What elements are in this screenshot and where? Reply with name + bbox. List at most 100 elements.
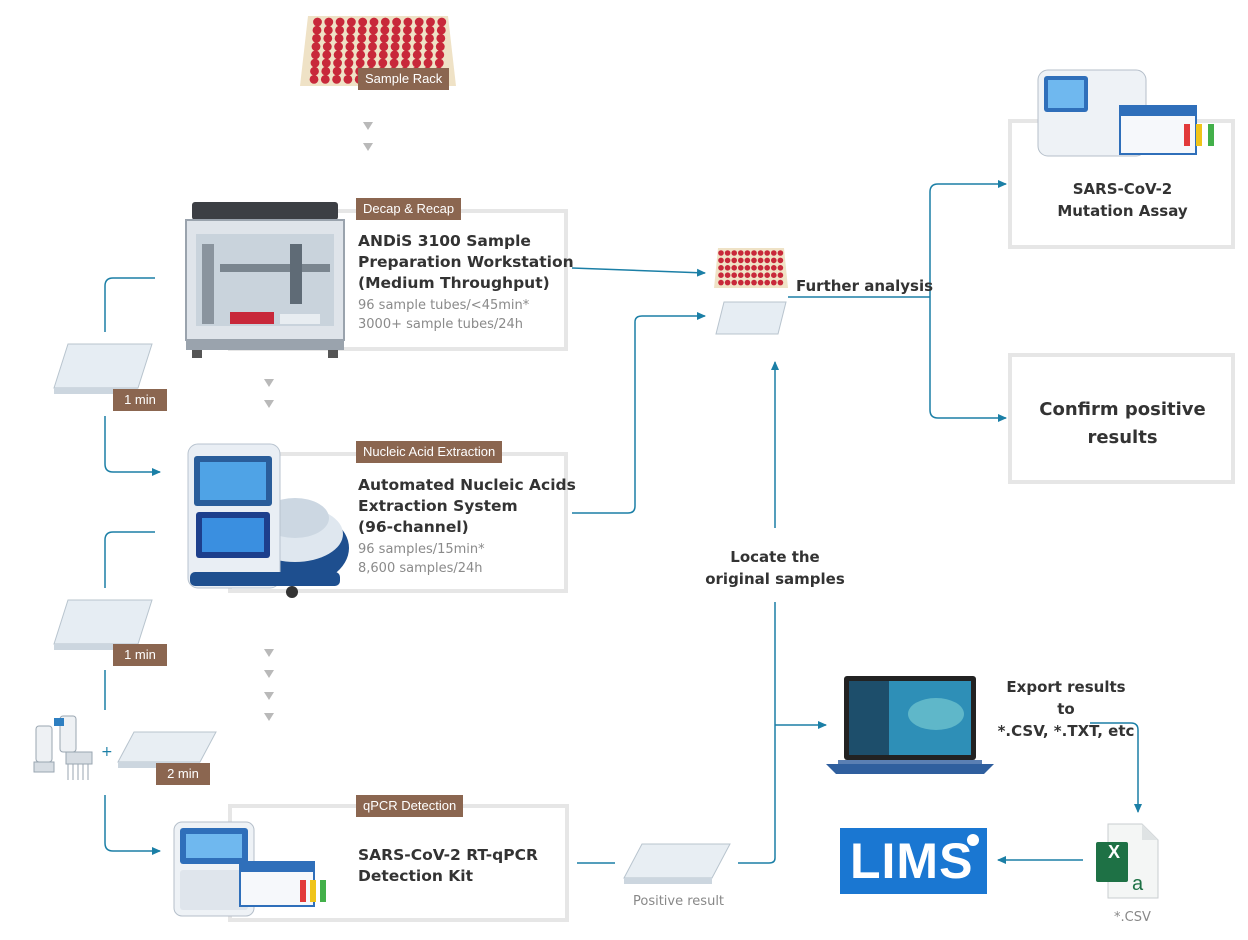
tube-cap xyxy=(333,58,342,68)
tube-cap xyxy=(333,50,343,60)
arrow-decap-to-analysis xyxy=(571,267,706,277)
tube-cap xyxy=(777,265,784,271)
tube-cap xyxy=(344,66,353,76)
tube-cap xyxy=(323,34,333,43)
tube-cap xyxy=(437,17,447,27)
tube-cap xyxy=(744,279,751,286)
decap-specs: 96 sample tubes/<45min* 3000+ sample tub… xyxy=(358,298,530,332)
tube-cap xyxy=(311,50,320,60)
tube-cap xyxy=(324,17,334,27)
tube-cap xyxy=(414,17,424,27)
tube-cap xyxy=(771,250,777,256)
tube-cap xyxy=(313,17,322,27)
lims-badge-icon xyxy=(967,834,979,846)
tube-cap xyxy=(731,279,737,286)
tube-cap xyxy=(777,250,784,256)
tube-cap xyxy=(738,257,744,264)
tube-cap xyxy=(368,42,377,51)
mutation-assay-kit-image xyxy=(1037,69,1214,157)
tube-cap xyxy=(312,34,321,43)
down-chevron-icon xyxy=(264,649,274,657)
tube-cap xyxy=(380,17,390,27)
multichannel-pipette-icon xyxy=(33,715,93,780)
tube-cap xyxy=(402,42,411,51)
confirm-positive-label: Confirm positive results xyxy=(1039,399,1206,448)
tube-cap xyxy=(731,265,737,271)
tube-cap xyxy=(777,272,784,278)
tube-cap xyxy=(724,279,731,286)
tube-cap xyxy=(751,279,757,286)
positive-plate-image xyxy=(623,843,731,884)
tube-cap xyxy=(718,250,724,256)
tube-cap xyxy=(343,75,353,84)
tube-cap xyxy=(413,34,423,43)
tube-cap xyxy=(744,272,751,278)
tube-cap xyxy=(435,42,445,51)
positive-result-label: Positive result xyxy=(633,894,725,909)
tube-cap xyxy=(724,272,731,278)
analysis-samples-image xyxy=(714,248,788,335)
tube-cap xyxy=(412,58,422,68)
tube-cap xyxy=(744,257,751,264)
tube-cap xyxy=(771,272,777,278)
tube-cap xyxy=(424,42,434,51)
arrow-to-confirm xyxy=(929,297,1007,422)
tube-cap xyxy=(320,75,330,84)
bracket-1 xyxy=(104,277,155,332)
tube-cap xyxy=(323,25,333,35)
tube-cap xyxy=(391,25,401,35)
tube-cap xyxy=(401,58,410,68)
tube-cap xyxy=(309,75,319,84)
tube-cap xyxy=(379,34,389,43)
qpcr-title: SARS-CoV-2 RT-qPCR Detection Kit xyxy=(358,846,538,885)
transfer-time-1: 1 min xyxy=(113,389,167,411)
tube-cap xyxy=(724,250,731,256)
tube-cap xyxy=(334,34,344,43)
decap-tag: Decap & Recap xyxy=(356,198,462,220)
tube-cap xyxy=(346,25,356,35)
tube-cap xyxy=(724,265,731,271)
tube-cap xyxy=(738,272,744,278)
tube-cap xyxy=(424,50,433,60)
tube-cap xyxy=(357,25,367,35)
tube-cap xyxy=(356,50,366,60)
decap-title: ANDiS 3100 Sample Preparation Workstatio… xyxy=(358,232,574,292)
down-chevron-icon xyxy=(363,143,373,151)
tube-cap xyxy=(423,58,433,68)
tube-cap xyxy=(777,279,784,286)
csv-file-label: *.CSV xyxy=(1114,910,1151,925)
tube-cap xyxy=(312,25,322,35)
extraction-specs: 96 samples/15min* 8,600 samples/24h xyxy=(358,542,485,576)
arrow-export xyxy=(1090,722,1142,813)
tube-cap xyxy=(731,250,737,256)
tube-cap xyxy=(413,42,423,51)
tube-cap xyxy=(425,25,435,35)
tube-cap xyxy=(380,25,390,35)
down-chevron-icon xyxy=(264,692,274,700)
tube-cap xyxy=(718,257,724,264)
tube-cap xyxy=(356,42,366,51)
tube-cap xyxy=(355,58,365,68)
csv-file-icon: a xyxy=(1096,823,1159,899)
tube-cap xyxy=(738,279,744,286)
tube-cap xyxy=(757,279,764,286)
tube-cap xyxy=(403,25,412,35)
tube-cap xyxy=(390,42,400,51)
svg-text:a: a xyxy=(1132,873,1144,895)
tube-cap xyxy=(764,257,770,264)
mutation-assay-label: SARS-CoV-2 Mutation Assay xyxy=(1057,180,1188,220)
sample-rack-tag: Sample Rack xyxy=(358,68,450,90)
down-chevron-icon xyxy=(264,670,274,678)
down-chevron-icon xyxy=(264,713,274,721)
tube-cap xyxy=(435,50,445,60)
tube-cap xyxy=(346,34,355,43)
tube-cap xyxy=(369,17,379,27)
tube-cap xyxy=(751,272,757,278)
transfer-time-2: 1 min xyxy=(113,644,167,666)
tube-cap xyxy=(414,25,424,35)
tube-cap xyxy=(751,250,757,256)
tube-cap xyxy=(738,250,744,256)
tube-cap xyxy=(731,257,737,264)
tube-cap xyxy=(347,17,356,27)
tube-cap xyxy=(322,42,332,51)
